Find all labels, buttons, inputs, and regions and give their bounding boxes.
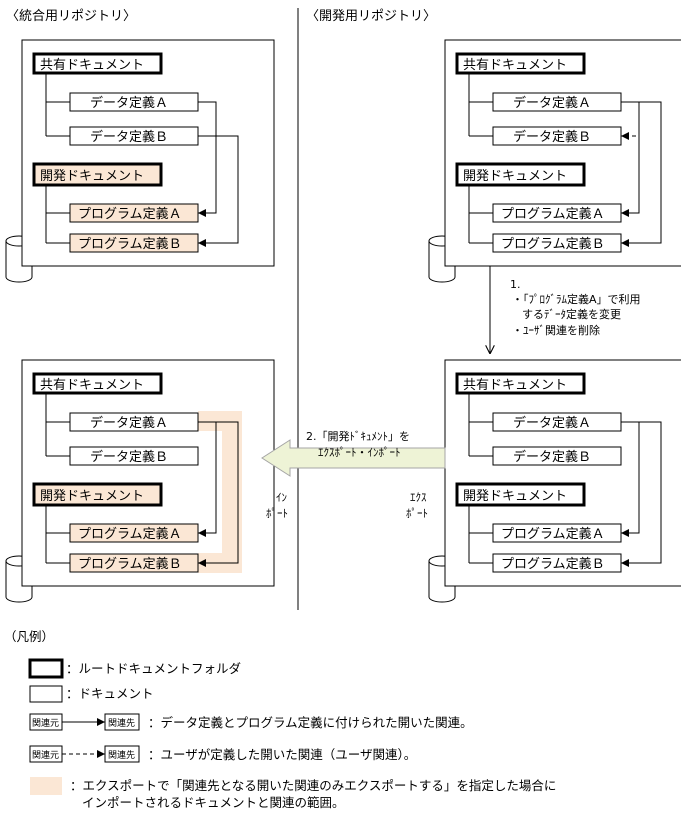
label-prog-def-b: プログラム定義Ｂ <box>501 556 605 572</box>
legend-target-box <box>104 745 140 763</box>
title-integration-repository: 〈統合用リポジトリ〉 <box>6 9 136 24</box>
import-label-2: ﾎﾟｰﾄ <box>266 507 288 520</box>
legend-root-folder-swatch <box>28 658 64 679</box>
label-prog-def-a: プログラム定義Ａ <box>501 526 605 542</box>
legend-range-text-1: ：エクスポートで「関連先となる開いた関連のみエクスポートする」を指定した場合に <box>70 778 556 793</box>
label-prog-def-b: プログラム定義Ｂ <box>501 236 605 252</box>
legend-user-relation-text: ：ユーザが定義した開いた関連（ユーザ関連）。 <box>148 747 416 762</box>
doc-data-def-b[interactable] <box>492 446 622 466</box>
repo-integration-after: 共有ドキュメント データ定義Ａ データ定義Ｂ 開発ドキュメント プログラム定義Ａ… <box>5 359 275 603</box>
root-folder-shared <box>32 52 163 75</box>
label-prog-def-a: プログラム定義Ａ <box>78 526 182 542</box>
label-shared-docs: 共有ドキュメント <box>40 58 144 73</box>
root-folder-shared <box>32 372 163 395</box>
label-data-def-a: データ定義Ａ <box>513 95 591 111</box>
repo-integration-before: 共有ドキュメント データ定義Ａ データ定義Ｂ 開発ドキュメント プログラム定義Ａ… <box>5 39 275 283</box>
user-relation-arrow <box>621 132 640 214</box>
import-label-1: ｲﾝ <box>276 491 287 504</box>
step1-number: 1. <box>510 278 521 291</box>
legend-document-swatch <box>29 685 63 703</box>
label-data-def-b: データ定義Ｂ <box>513 449 591 465</box>
root-folder-dev <box>32 482 163 507</box>
root-folder-shared <box>455 372 586 395</box>
step2-line1: 2.「開発ﾄﾞｷｭﾒﾝﾄ」を <box>306 429 410 443</box>
legend-target-label: 関連先 <box>108 749 135 761</box>
legend-range-swatch <box>30 777 62 795</box>
legend-system-relation-text: ：データ定義とプログラム定義に付けられた開いた関連。 <box>148 715 473 730</box>
relation-arrow <box>198 421 239 567</box>
label-shared-docs: 共有ドキュメント <box>463 378 567 393</box>
legend-source-label: 関連元 <box>32 749 59 761</box>
export-label-2: ﾎﾟｰﾄ <box>406 507 428 520</box>
root-folder-dev <box>32 162 163 187</box>
legend-target-box <box>104 713 140 731</box>
label-data-def-b: データ定義Ｂ <box>90 129 168 145</box>
label-dev-docs: 開発ドキュメント <box>463 169 567 184</box>
repository-frame <box>444 39 681 267</box>
legend: （凡例） ：ルートドキュメントフォルダ ：ドキュメント 関連元 関連先 ：データ… <box>4 629 556 810</box>
repo-development-before: 共有ドキュメント データ定義Ａ データ定義Ｂ 開発ドキュメント プログラム定義Ａ… <box>428 39 681 283</box>
repository-frame <box>21 39 275 267</box>
step1-line1: ・「ﾌﾟﾛｸﾞﾗﾑ定義A」で利用 <box>512 292 641 306</box>
step1-line3: ・ﾕｰｻﾞ関連を削除 <box>512 323 600 337</box>
import-range-highlight <box>198 411 242 573</box>
export-label-1: ｴｸｽ <box>410 491 427 504</box>
relation-arrow <box>621 101 662 247</box>
relation-arrow <box>198 101 217 217</box>
legend-source-label: 関連元 <box>32 717 59 729</box>
label-data-def-b: データ定義Ｂ <box>513 129 591 145</box>
label-dev-docs: 開発ドキュメント <box>40 489 144 504</box>
legend-target-label: 関連先 <box>108 717 135 729</box>
label-shared-docs: 共有ドキュメント <box>40 378 144 393</box>
legend-title: （凡例） <box>4 629 54 644</box>
relation-arrow <box>198 135 239 247</box>
step2-line2: ｴｸｽﾎﾟｰﾄ・ｲﾝﾎﾟｰﾄ <box>318 446 401 459</box>
label-data-def-a: データ定義Ａ <box>90 415 168 431</box>
title-development-repository: 〈開発用リポジトリ〉 <box>306 9 436 24</box>
step1-line2: するﾃﾞｰﾀ定義を変更 <box>522 307 621 321</box>
legend-root-folder-text: ：ルートドキュメントフォルダ <box>66 661 241 676</box>
label-shared-docs: 共有ドキュメント <box>463 58 567 73</box>
label-prog-def-a: プログラム定義Ａ <box>501 206 605 222</box>
root-folder-shared <box>455 52 586 75</box>
label-dev-docs: 開発ドキュメント <box>463 489 567 504</box>
repo-development-after: 共有ドキュメント データ定義Ａ データ定義Ｂ 開発ドキュメント プログラム定義Ａ… <box>428 359 681 603</box>
root-folder-dev <box>455 482 586 507</box>
legend-document-text: ：ドキュメント <box>66 686 154 701</box>
label-data-def-b: データ定義Ｂ <box>90 449 168 465</box>
root-folder-dev <box>455 162 586 187</box>
doc-data-def-b[interactable] <box>69 446 199 466</box>
label-data-def-a: データ定義Ａ <box>513 415 591 431</box>
label-prog-def-b: プログラム定義Ｂ <box>78 556 182 572</box>
label-prog-def-b: プログラム定義Ｂ <box>78 236 182 252</box>
label-data-def-a: データ定義Ａ <box>90 95 168 111</box>
repository-frame <box>444 359 681 587</box>
label-prog-def-a: プログラム定義Ａ <box>78 206 182 222</box>
label-dev-docs: 開発ドキュメント <box>40 169 144 184</box>
export-import-arrow <box>261 439 446 477</box>
relation-arrow <box>621 421 662 567</box>
legend-range-text-2: インポートされるドキュメントと関連の範囲。 <box>82 795 345 810</box>
